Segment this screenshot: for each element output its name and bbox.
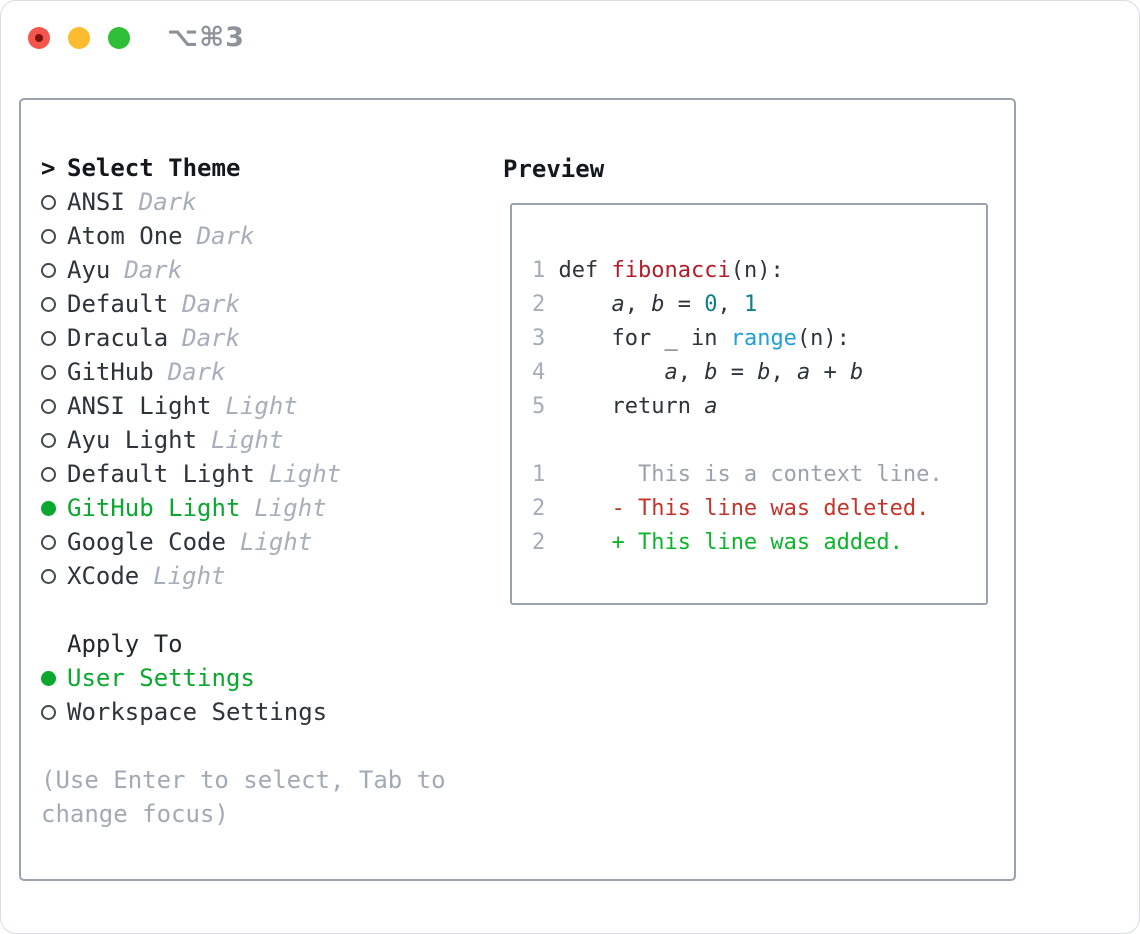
theme-variant-tag: Light: [239, 528, 313, 556]
theme-option-ansi[interactable]: ANSI Dark: [41, 185, 491, 219]
theme-option-dracula[interactable]: Dracula Dark: [41, 321, 491, 355]
code-line: 4 a, b = b, a + b: [532, 360, 864, 385]
preview-header: Preview: [503, 155, 605, 183]
option-label: Ayu: [67, 256, 111, 284]
option-label: XCode: [67, 562, 140, 590]
apply-option-user-settings[interactable]: User Settings: [41, 661, 491, 695]
theme-option-default[interactable]: Default Dark: [41, 287, 491, 321]
option-label: GitHub: [67, 358, 154, 386]
cursor-icon: >: [41, 154, 56, 182]
help-text-line: change focus): [41, 800, 229, 828]
code-line: 5 return a: [532, 394, 718, 419]
radio-icon: [41, 568, 56, 584]
code-line: 1 def fibonacci(n):: [532, 258, 784, 283]
option-label: Workspace Settings: [67, 698, 328, 726]
theme-option-ansi-light[interactable]: ANSI Light Light: [41, 389, 491, 423]
theme-variant-tag: Light: [268, 460, 342, 488]
select-theme-header: > Select Theme: [41, 151, 491, 185]
theme-option-default-light[interactable]: Default Light Light: [41, 457, 491, 491]
window-shortcut-label: ⌥⌘3: [167, 22, 245, 53]
help-text: (Use Enter to select, Tab to change focus…: [41, 763, 491, 831]
divider: [41, 593, 491, 627]
code-line: 2 a, b = 0, 1: [532, 292, 758, 317]
theme-option-atom-one[interactable]: Atom One Dark: [41, 219, 491, 253]
radio-icon: [41, 466, 56, 482]
code-line: 1 This is a context line.: [532, 462, 943, 487]
code-line: [532, 424, 943, 458]
radio-selected-icon: [41, 500, 56, 516]
radio-icon: [41, 194, 56, 210]
theme-variant-tag: Dark: [182, 324, 240, 352]
option-label: Default Light: [67, 460, 255, 488]
radio-icon: [41, 398, 56, 414]
option-label: User Settings: [67, 664, 255, 692]
radio-icon: [41, 296, 56, 312]
theme-variant-tag: Dark: [182, 290, 240, 318]
option-label: Google Code: [67, 528, 226, 556]
zoom-button[interactable]: [108, 27, 130, 49]
minimize-button[interactable]: [68, 27, 90, 49]
theme-variant-tag: Light: [254, 494, 327, 522]
option-label: GitHub Light: [67, 494, 241, 522]
radio-icon: [41, 330, 56, 346]
titlebar: ⌥⌘3: [1, 1, 1139, 76]
option-label: Default: [67, 290, 169, 318]
option-label: ANSI Light: [67, 392, 212, 420]
theme-variant-tag: Light: [153, 562, 226, 590]
option-label: ANSI: [67, 188, 125, 216]
code-line: 3 for _ in range(n):: [532, 326, 850, 351]
theme-variant-tag: Dark: [196, 222, 255, 250]
close-button[interactable]: [28, 27, 50, 49]
theme-option-github[interactable]: GitHub Dark: [41, 355, 491, 389]
apply-to-header: Apply To: [41, 627, 491, 661]
radio-icon: [41, 228, 56, 244]
preview-box: 1 def fibonacci(n): 2 a, b = 0, 1 3 for _ …: [510, 203, 988, 605]
radio-icon: [41, 704, 56, 720]
theme-option-github-light[interactable]: GitHub Light Light: [41, 491, 491, 525]
option-label: Atom One: [67, 222, 183, 250]
option-label: Dracula: [67, 324, 169, 352]
theme-variant-tag: Light: [225, 392, 298, 420]
theme-variant-tag: Dark: [138, 188, 197, 216]
radio-selected-icon: [41, 670, 56, 686]
section-title: Select Theme: [67, 154, 241, 182]
code-preview: 1 def fibonacci(n): 2 a, b = 0, 1 3 for _ …: [532, 254, 943, 560]
radio-icon: [41, 534, 56, 550]
theme-option-ayu-light[interactable]: Ayu Light Light: [41, 423, 491, 457]
apply-option-workspace-settings[interactable]: Workspace Settings: [41, 695, 491, 729]
apply-to-title: Apply To: [67, 630, 183, 658]
theme-option-google-code[interactable]: Google Code Light: [41, 525, 491, 559]
option-label: Ayu Light: [67, 426, 198, 454]
theme-variant-tag: Light: [211, 426, 284, 454]
theme-option-xcode[interactable]: XCode Light: [41, 559, 491, 593]
theme-variant-tag: Dark: [124, 256, 183, 284]
code-line: 2 + This line was added.: [532, 530, 903, 555]
theme-option-ayu[interactable]: Ayu Dark: [41, 253, 491, 287]
radio-icon: [41, 432, 56, 448]
radio-icon: [41, 364, 56, 380]
code-line: 2 - This line was deleted.: [532, 496, 930, 521]
theme-variant-tag: Dark: [167, 358, 226, 386]
radio-icon: [41, 262, 56, 278]
help-text-line: (Use Enter to select, Tab to: [41, 766, 446, 794]
divider: [41, 729, 491, 763]
